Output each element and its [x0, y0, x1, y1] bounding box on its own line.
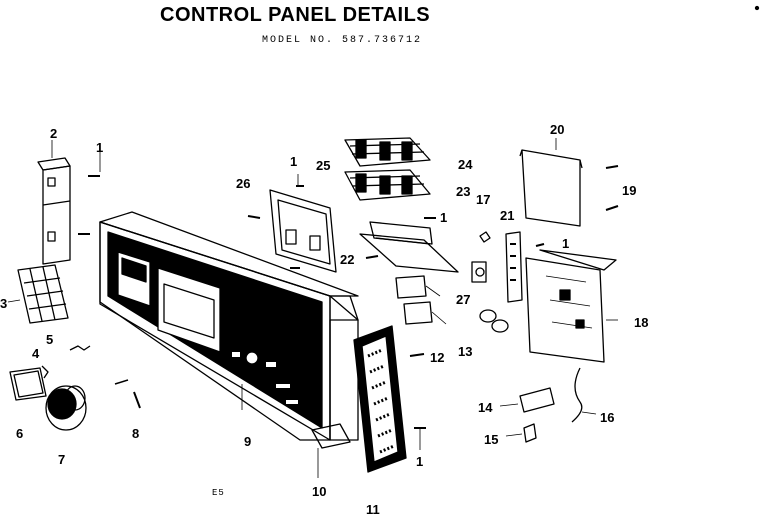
callout-10: 10 [312, 484, 326, 499]
callout-20: 20 [550, 122, 564, 137]
callout-21: 21 [500, 208, 514, 223]
part-16-wire [571, 367, 597, 423]
callout-12: 12 [430, 350, 444, 365]
callout-18: 18 [634, 315, 648, 330]
part-4-clip [41, 365, 49, 379]
part-20-cover [519, 138, 583, 227]
part-19-screws [605, 165, 619, 211]
part-6-lens [9, 367, 47, 401]
part-15-clip [505, 423, 537, 443]
part-14-switch [499, 387, 555, 413]
part-5-spring [69, 345, 91, 351]
callout-1c: 1 [440, 210, 447, 225]
callout-26: 26 [236, 176, 250, 191]
drawing-code: E5 [212, 488, 225, 498]
callout-17: 17 [476, 192, 490, 207]
callout-13: 13 [458, 344, 472, 359]
callout-8: 8 [132, 426, 139, 441]
callout-7: 7 [58, 452, 65, 467]
callout-1a: 1 [96, 140, 103, 155]
callout-16: 16 [600, 410, 614, 425]
part-9-control-panel [99, 211, 359, 441]
callout-14: 14 [478, 400, 493, 415]
part-25-frame [269, 174, 337, 273]
part-2-bracket [37, 140, 71, 265]
callout-1d: 1 [562, 236, 569, 251]
part-1-screw-a [88, 150, 101, 177]
part-12-switches [395, 275, 447, 357]
part-17-lamp [479, 231, 491, 243]
part-11-grille [353, 325, 407, 473]
callout-3: 3 [0, 296, 7, 311]
callout-1b: 1 [290, 154, 297, 169]
part-7-knob [45, 385, 87, 431]
part-13-cap [479, 309, 509, 333]
callout-23: 23 [456, 184, 470, 199]
callout-labels: 1 2 3 4 5 6 7 8 9 10 11 12 13 14 15 16 1… [0, 122, 648, 516]
part-8-pin [114, 379, 141, 409]
part-10-trim [311, 423, 351, 478]
callout-24: 24 [458, 157, 473, 172]
callout-9: 9 [244, 434, 251, 449]
part-23-button-bar [344, 169, 431, 201]
callout-22: 22 [340, 252, 354, 267]
callout-15: 15 [484, 432, 498, 447]
part-27-socket [471, 261, 487, 283]
callout-27: 27 [456, 292, 470, 307]
callout-25: 25 [316, 158, 330, 173]
callout-6: 6 [16, 426, 23, 441]
part-26-screw [247, 215, 261, 219]
callout-1e: 1 [416, 454, 423, 469]
part-24-button-bar [344, 137, 431, 167]
callout-5: 5 [46, 332, 53, 347]
part-3-grid [7, 264, 69, 324]
callout-4: 4 [32, 346, 40, 361]
callout-2: 2 [50, 126, 57, 141]
part-18-pcb [525, 243, 618, 363]
part-22-bracket [359, 221, 459, 273]
model-number: MODEL NO. 587.736712 [262, 35, 423, 46]
corner-mark [754, 5, 760, 11]
part-21-circuit-strip [505, 231, 523, 303]
callout-11: 11 [366, 502, 380, 516]
diagram-title: CONTROL PANEL DETAILS [160, 4, 431, 26]
callout-19: 19 [622, 183, 636, 198]
